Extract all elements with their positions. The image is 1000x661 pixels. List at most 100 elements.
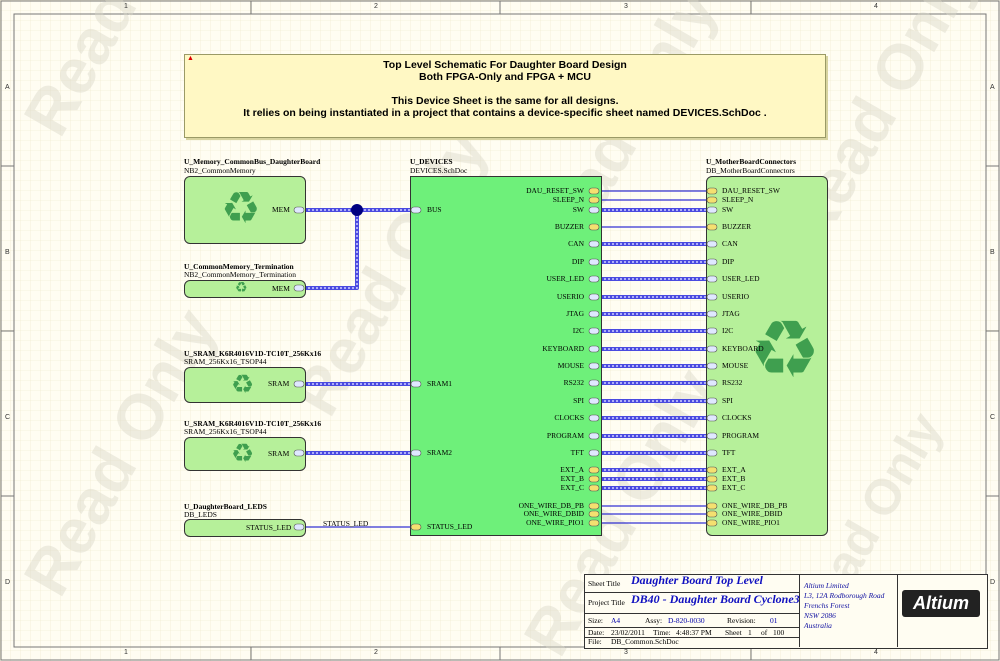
- sheet-label: Sheet: [725, 628, 742, 637]
- sram1-filename: SRAM_256Kx16_TSOP44: [184, 357, 267, 366]
- devices-port-sram2: SRAM2: [427, 448, 453, 457]
- sheet-title: Daughter Board Top Level: [631, 573, 763, 587]
- zone-col-4-bottom: 4: [874, 649, 878, 656]
- devices-port-sram1: SRAM1: [427, 379, 453, 388]
- devices-filename: DEVICES.SchDoc: [410, 166, 468, 175]
- recycle-icon: ♻: [231, 439, 255, 469]
- devices-port-mouse: MOUSE: [557, 361, 584, 370]
- mobo-port-sw: SW: [722, 205, 734, 214]
- zone-row-c: C: [5, 414, 11, 421]
- company-line-1: Altium Limited: [804, 581, 849, 590]
- sheet-title-label: Sheet Title: [588, 579, 621, 588]
- devices-port-jtag: JTAG: [566, 309, 584, 318]
- altium-logo: Altium: [902, 590, 980, 617]
- devices-port-user_led: USER_LED: [546, 274, 585, 283]
- size-label: Size:: [588, 616, 603, 625]
- zone-row-a-right: A: [990, 84, 995, 91]
- leds-designator: U_DaughterBoard_LEDS: [184, 502, 267, 511]
- assy-value: D-820-0030: [668, 616, 705, 625]
- mobo-port-spi: SPI: [722, 396, 733, 405]
- time-value: 4:48:37 PM: [676, 628, 712, 637]
- sram2-designator: U_SRAM_K6R4016V1D-TC10T_256Kx16: [184, 419, 322, 428]
- devices-port-program: PROGRAM: [546, 431, 584, 440]
- design-note[interactable]: ▲ Top Level Schematic For Daughter Board…: [184, 54, 826, 138]
- zone-row-b-right: B: [990, 249, 995, 256]
- sheet-symbol-leds[interactable]: [184, 519, 306, 537]
- project-title-label: Project Title: [588, 598, 625, 607]
- zone-col-3: 3: [624, 3, 628, 10]
- devices-port-buzzer: BUZZER: [554, 222, 584, 231]
- bus-line-stripe: [304, 210, 358, 289]
- devices-port-clocks: CLOCKS: [554, 413, 584, 422]
- mobo-port-userio: USERIO: [722, 292, 750, 301]
- mobo-port-i2c: I2C: [722, 326, 734, 335]
- mobo-port-one_wire_db_pb: ONE_WIRE_DB_PB: [722, 501, 788, 510]
- size-value: A4: [611, 616, 621, 625]
- mobo-port-jtag: JTAG: [722, 309, 740, 318]
- company-line-3: Frenchs Forest: [804, 601, 850, 610]
- sheet-symbol-memory[interactable]: ♻: [184, 176, 306, 244]
- date-value: 23/02/2011: [611, 628, 645, 637]
- wires: [304, 190, 706, 528]
- zone-col-4: 4: [874, 3, 878, 10]
- mobo-port-keyboard: KEYBOARD: [722, 344, 764, 353]
- devices-port-sleep_n: SLEEP_N: [552, 195, 584, 204]
- devices-port-one_wire_dbid: ONE_WIRE_DBID: [523, 509, 584, 518]
- mobo-port-user_led: USER_LED: [722, 274, 760, 283]
- sheet-symbol-sram2[interactable]: ♻: [184, 437, 306, 471]
- zone-col-3-bottom: 3: [624, 649, 628, 656]
- company-line-5: Australia: [804, 621, 832, 630]
- net-label-status-led: STATUS_LED: [323, 519, 369, 528]
- mobo-port-tft: TFT: [722, 448, 736, 457]
- devices-port-tft: TFT: [570, 448, 584, 457]
- sheet-symbol-motherboard[interactable]: ♻: [706, 176, 828, 536]
- mobo-port-dip: DIP: [722, 257, 735, 266]
- file-value: DB_Common.SchDoc: [611, 637, 679, 646]
- mobo-port-ext_c: EXT_C: [722, 483, 746, 492]
- devices-port-ext_a: EXT_A: [560, 465, 584, 474]
- devices-port-spi: SPI: [573, 396, 584, 405]
- memory-filename: NB2_CommonMemory: [184, 166, 256, 175]
- note-line-2: Both FPGA-Only and FPGA + MCU: [419, 71, 591, 83]
- devices-port-dau_reset_sw: DAU_RESET_SW: [526, 186, 584, 195]
- zone-col-2: 2: [374, 3, 378, 10]
- mobo-port-one_wire_pio1: ONE_WIRE_PIO1: [722, 518, 780, 527]
- sheet-number: 1: [748, 628, 752, 637]
- recycle-icon: ♻: [235, 280, 248, 296]
- mobo-port-ext_a: EXT_A: [722, 465, 746, 474]
- bus-junction: [351, 204, 363, 216]
- note-line-1: Top Level Schematic For Daughter Board D…: [383, 59, 627, 71]
- termination-filename: NB2_CommonMemory_Termination: [184, 270, 296, 279]
- recycle-icon: ♻: [231, 370, 255, 400]
- zone-row-b: B: [5, 249, 10, 256]
- termination-port-label: MEM: [272, 284, 290, 293]
- mobo-port-sleep_n: SLEEP_N: [722, 195, 754, 204]
- devices-port-i2c: I2C: [572, 326, 584, 335]
- sheet-symbol-sram1[interactable]: ♻: [184, 367, 306, 403]
- mobo-filename: DB_MotherBoardConnectors: [706, 166, 795, 175]
- memory-designator: U_Memory_CommonBus_DaughterBoard: [184, 157, 321, 166]
- sheet-symbol-devices[interactable]: [410, 176, 602, 536]
- sram2-port-label: SRAM: [268, 449, 290, 458]
- devices-designator: U_DEVICES: [410, 157, 453, 166]
- bus-lines: [304, 208, 706, 490]
- company-line-2: L3, 12A Rodborough Road: [804, 591, 885, 600]
- mobo-port-one_wire_dbid: ONE_WIRE_DBID: [722, 509, 783, 518]
- memory-port-label: MEM: [272, 205, 290, 214]
- altium-logo-text: Altium: [913, 593, 969, 613]
- of-label: of: [761, 628, 768, 637]
- zone-row-d-right: D: [990, 579, 996, 586]
- zone-row-c-right: C: [990, 414, 996, 421]
- date-label: Date:: [588, 628, 605, 637]
- file-label: File:: [588, 637, 602, 646]
- time-label: Time:: [653, 628, 671, 637]
- company-line-4: NSW 2086: [804, 611, 836, 620]
- zone-col-1-bottom: 1: [124, 649, 128, 656]
- mobo-port-dau_reset_sw: DAU_RESET_SW: [722, 186, 780, 195]
- sheet-symbol-termination[interactable]: ♻: [184, 280, 306, 298]
- zone-row-d: D: [5, 579, 11, 586]
- leds-filename: DB_LEDS: [184, 510, 217, 519]
- sheet-total: 100: [773, 628, 785, 637]
- zone-row-a: A: [5, 84, 10, 91]
